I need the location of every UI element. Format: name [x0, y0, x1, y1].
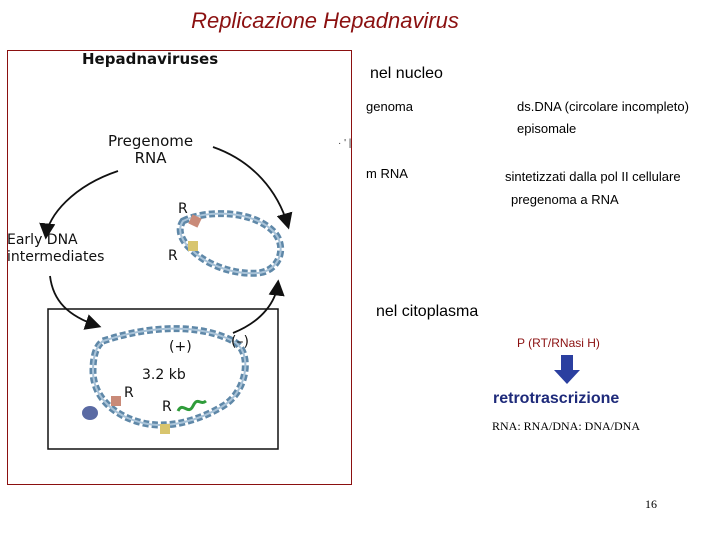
- early-line-2: intermediates: [7, 249, 105, 265]
- r-label-bottom-left: R: [124, 385, 134, 401]
- r-label-top: R: [178, 201, 188, 217]
- slide-title: Replicazione Hepadnavirus: [191, 8, 459, 33]
- rna-green-strand: [176, 399, 207, 412]
- nucleus-heading: nel nucleo: [370, 65, 443, 82]
- genome-value-2: episomale: [517, 121, 577, 136]
- primer-red-bottom: [111, 396, 121, 406]
- cytoplasm-box: [47, 308, 279, 450]
- genome-label: genoma: [366, 99, 413, 114]
- replication-cycle-figure: · ' |: [39, 138, 351, 450]
- primer-red-middle: [188, 214, 202, 228]
- polymerase-label: P (RT/RNasi H): [517, 336, 600, 350]
- cycle-arrow-top-left: [39, 170, 119, 240]
- cycle-arrow-top-right: [212, 146, 293, 230]
- r-label-mid: R: [168, 248, 178, 264]
- mrna-label: m RNA: [366, 166, 408, 181]
- retrotranscription-label: retrotrascrizione: [493, 390, 620, 407]
- figure-frame: [7, 50, 352, 485]
- mrna-value: sintetizzati dalla pol II cellulare: [505, 169, 681, 184]
- polymerase-protein: [82, 406, 98, 420]
- cycle-arrow-right-up: [232, 279, 285, 334]
- cytoplasm-heading: nel citoplasma: [376, 303, 479, 320]
- pregenome-rna-label: Pregenome RNA: [108, 133, 193, 167]
- stray-mark: · ' |: [338, 138, 351, 149]
- pregenome-line-2: RNA: [134, 149, 167, 167]
- figure-heading: Hepadnaviruses: [82, 50, 219, 68]
- early-dna-label: Early DNA intermediates: [7, 232, 104, 266]
- primer-yellow-middle: [188, 241, 198, 251]
- early-line-1: Early DNA: [7, 232, 78, 248]
- down-arrow-icon: [554, 355, 580, 384]
- plus-strand-label: (+): [169, 339, 192, 355]
- cycle-arrow-left-down: [49, 275, 102, 330]
- r-label-bottom-right: R: [162, 399, 172, 415]
- genome-size-label: 3.2 kb: [142, 367, 186, 383]
- page-number: 16: [645, 497, 657, 511]
- pregenome-line-1: Pregenome: [108, 132, 194, 150]
- primer-yellow-bottom: [160, 424, 170, 434]
- genome-value-1: ds.DNA (circolare incompleto): [517, 99, 689, 114]
- pregenome-value: pregenoma a RNA: [511, 192, 619, 207]
- minus-strand-label: (–): [231, 334, 249, 350]
- rna-dna-chain: RNA: RNA/DNA: DNA/DNA: [492, 419, 641, 433]
